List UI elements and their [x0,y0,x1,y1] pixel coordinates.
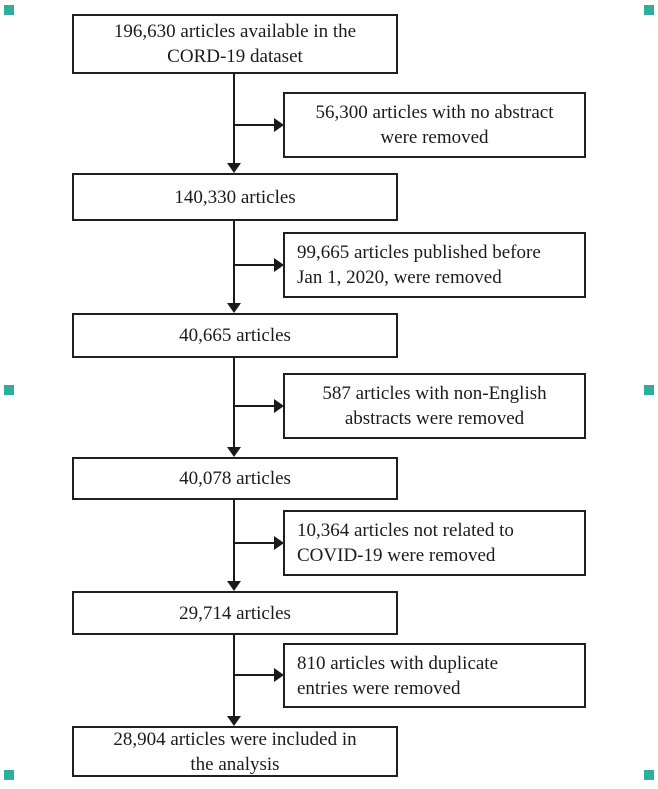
connector-line [233,674,275,676]
selection-handle-middle-right[interactable] [644,385,654,395]
connector-line [233,264,275,266]
selection-handle-bottom-left[interactable] [4,770,14,780]
box-29714-articles: 29,714 articles [72,591,398,635]
down-arrow-icon [227,303,241,313]
box-included-articles: 28,904 articles were included in the ana… [72,726,398,777]
box-140330-articles: 140,330 articles [72,173,398,221]
right-arrow-icon [274,399,284,413]
right-arrow-icon [274,668,284,682]
connector-line [233,635,235,718]
right-arrow-icon [274,118,284,132]
right-arrow-icon [274,258,284,272]
box-40078-articles: 40,078 articles [72,457,398,500]
connector-line [233,405,275,407]
connector-line [233,221,235,305]
down-arrow-icon [227,581,241,591]
connector-line [233,358,235,449]
box-removed-before-2020: 99,665 articles published before Jan 1, … [283,232,586,298]
box-removed-no-abstract: 56,300 articles with no abstract were re… [283,92,586,158]
box-removed-duplicates: 810 articles with duplicate entries were… [283,643,586,708]
box-40665-articles: 40,665 articles [72,313,398,358]
selection-handle-top-right[interactable] [644,5,654,15]
down-arrow-icon [227,716,241,726]
box-removed-not-covid: 10,364 articles not related to COVID-19 … [283,510,586,576]
right-arrow-icon [274,536,284,550]
selection-handle-top-left[interactable] [4,5,14,15]
down-arrow-icon [227,163,241,173]
box-total-articles: 196,630 articles available in the CORD-1… [72,14,398,74]
connector-line [233,542,275,544]
selection-handle-middle-left[interactable] [4,385,14,395]
selection-handle-bottom-right[interactable] [644,770,654,780]
connector-line [233,500,235,583]
down-arrow-icon [227,447,241,457]
box-removed-non-english: 587 articles with non-English abstracts … [283,373,586,439]
connector-line [233,124,275,126]
connector-line [233,74,235,165]
